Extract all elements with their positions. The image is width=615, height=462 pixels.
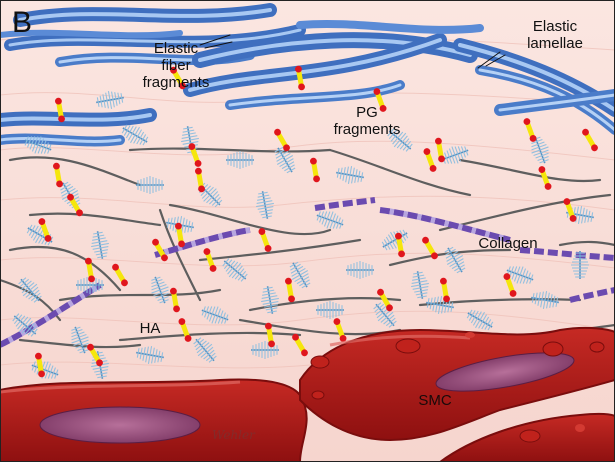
panel-letter: B — [12, 6, 33, 39]
elastic-lamellae-pointer — [477, 51, 506, 69]
proteoglycan-aggregate — [136, 176, 164, 194]
pg-fragment — [563, 198, 577, 222]
collagen-fibers — [0, 197, 615, 348]
red-cell-blob — [395, 338, 421, 354]
pg-fragment — [582, 128, 598, 152]
proteoglycan-aggregate — [531, 136, 549, 164]
red-cell-blob — [465, 332, 475, 338]
pg-fragment — [188, 143, 202, 167]
proteoglycan-aggregate — [441, 146, 469, 164]
pg-fragment — [310, 157, 320, 183]
red-cell-blob — [310, 355, 330, 369]
proteoglycan-aggregate — [531, 291, 559, 309]
proteoglycan-aggregate — [91, 231, 109, 259]
pg-fragment — [85, 257, 95, 283]
pg-fragment — [175, 222, 185, 248]
elastic-bundle-left — [0, 108, 157, 147]
pg-fragments — [35, 65, 598, 378]
proteoglycan-aggregate — [136, 346, 164, 364]
pg-fragment — [87, 343, 103, 367]
red-cell-blob — [589, 341, 605, 353]
pg-fragment — [423, 148, 437, 172]
artist-signature: Wehler — [212, 428, 255, 442]
proteoglycan-aggregate — [411, 271, 429, 299]
proteoglycan-aggregate — [336, 166, 364, 184]
smc-nucleus — [39, 406, 201, 444]
proteoglycan-aggregate — [151, 276, 169, 304]
pg-fragment — [178, 318, 192, 342]
proteoglycan-aggregate — [24, 136, 52, 154]
red-cell-blob — [575, 424, 585, 432]
label-elastic-fiber-fragments: Elastic fiber fragments — [142, 40, 210, 91]
pg-fragment — [292, 333, 308, 357]
pg-fragment — [538, 166, 552, 190]
pg-fragment — [503, 273, 517, 297]
proteoglycan-aggregate — [18, 277, 42, 303]
proteoglycan-aggregates — [12, 91, 594, 379]
pg-fragment — [152, 238, 168, 262]
label-collagen: Collagen — [478, 235, 538, 252]
pg-fragment — [285, 277, 295, 303]
proteoglycan-aggregate — [71, 326, 89, 354]
red-cell-blob — [311, 390, 325, 400]
proteoglycan-aggregate — [261, 286, 279, 314]
pg-fragment — [295, 65, 305, 91]
proteoglycan-aggregate — [96, 91, 124, 109]
smooth-muscle-cells — [0, 326, 615, 462]
proteoglycan-aggregate — [387, 128, 413, 152]
pg-fragment — [422, 236, 438, 260]
proteoglycan-aggregate — [466, 309, 494, 331]
pg-fragment — [170, 287, 180, 313]
smc-nucleus — [435, 352, 575, 392]
label-smc: SMC — [418, 392, 452, 409]
elastic-bundle-top-right — [453, 38, 615, 135]
proteoglycan-aggregate — [316, 301, 344, 319]
proteoglycan-aggregate — [381, 229, 409, 251]
pg-fragment — [440, 277, 450, 303]
pg-fragment — [112, 263, 128, 287]
proteoglycan-aggregate — [256, 191, 274, 219]
proteoglycan-aggregate — [289, 261, 311, 289]
pg-fragment — [55, 97, 65, 123]
label-elastic-lamellae: Elastic lamellae — [527, 18, 583, 52]
pg-fragment — [377, 288, 393, 312]
pg-fragment — [265, 322, 275, 348]
proteoglycan-aggregate — [251, 341, 279, 359]
hyaluronan-strands — [0, 147, 615, 349]
proteoglycan-aggregate — [222, 258, 248, 282]
red-cell-blob — [519, 429, 541, 443]
pg-fragment — [523, 118, 537, 142]
proteoglycan-aggregate — [226, 151, 254, 169]
pg-fragment — [435, 137, 445, 163]
proteoglycan-aggregate — [346, 261, 374, 279]
pg-fragment — [258, 228, 272, 252]
pg-fragment — [274, 128, 290, 152]
elastic-fragment-pointer — [199, 34, 233, 49]
proteoglycan-aggregate — [121, 124, 149, 146]
pg-fragment — [395, 232, 405, 258]
pg-fragment — [53, 162, 63, 188]
pg-fragment — [170, 66, 186, 90]
proteoglycan-aggregate — [274, 146, 296, 174]
label-ha: HA — [139, 320, 161, 337]
pg-fragment — [333, 318, 347, 342]
label-pg-fragments: PG fragments — [333, 104, 401, 138]
pg-fragment — [67, 193, 83, 217]
proteoglycan-aggregate — [193, 337, 217, 363]
proteoglycan-aggregate — [201, 306, 229, 324]
pg-fragment — [203, 248, 217, 272]
proteoglycan-aggregate — [316, 211, 344, 229]
elastic-lamellae — [0, 3, 615, 147]
proteoglycan-aggregate — [506, 266, 534, 284]
proteoglycan-aggregate — [444, 246, 466, 274]
proteoglycan-aggregate — [12, 313, 38, 337]
proteoglycan-aggregate — [571, 251, 589, 279]
pg-fragment — [373, 88, 387, 112]
red-cell-blob — [542, 341, 564, 357]
pg-fragment — [195, 167, 205, 193]
pg-fragment — [38, 218, 52, 242]
pg-fragment — [35, 352, 45, 378]
